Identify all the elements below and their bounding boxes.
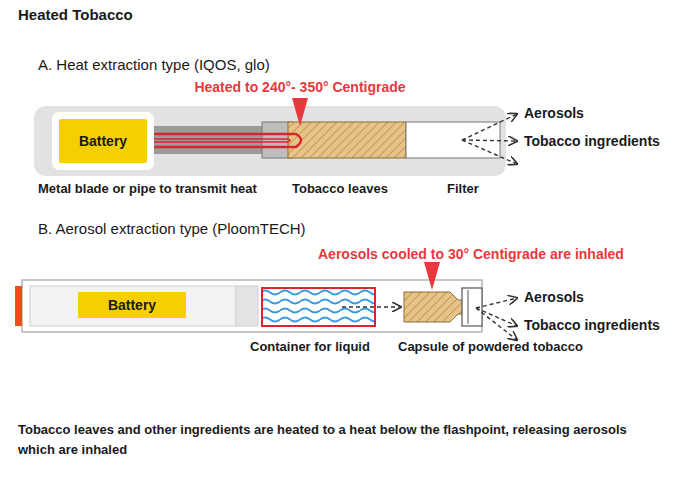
part-label: Filter — [447, 181, 479, 197]
caption: Tobacco leaves and other ingredients are… — [18, 420, 658, 459]
part-label: Metal blade or pipe to transmit heat — [38, 181, 257, 197]
device-body — [34, 106, 506, 176]
node-text: Battery — [108, 297, 156, 313]
heat-extraction-device — [34, 98, 517, 176]
heat-marker — [292, 98, 308, 126]
aerosol-arrows — [462, 114, 517, 164]
heating-blade-inner — [154, 139, 290, 142]
led-cap — [15, 286, 22, 326]
temperature-note: Heated to 240°- 350° Centigrade — [194, 79, 405, 97]
tobacco-capsule — [404, 292, 464, 322]
part-label: Capsule of powdered tobacco — [398, 339, 583, 355]
node-text: Battery — [79, 133, 127, 149]
part-label: Tobacco ingredients — [524, 133, 660, 151]
part-label: Container for liquid — [250, 339, 370, 355]
section-heading: B. Aerosol extraction type (PloomTECH) — [38, 220, 306, 239]
diagram-title: Heated Tobacco — [18, 6, 133, 25]
part-label: Tobacco leaves — [292, 181, 388, 197]
battery-box: Battery — [78, 292, 186, 318]
part-label: Tobacco ingredients — [524, 317, 660, 335]
mouthpiece-ring — [468, 290, 469, 324]
temperature-note: Aerosols cooled to 30° Centigrade are in… — [318, 246, 624, 264]
device-body — [22, 280, 482, 332]
part-label: Aerosols — [524, 289, 584, 307]
tobacco-leaves — [288, 122, 406, 158]
battery-section — [30, 286, 236, 326]
battery-casing — [52, 112, 154, 170]
aerosol-extraction-device — [15, 262, 517, 340]
cooling-marker — [424, 262, 440, 290]
part-label: Aerosols — [524, 105, 584, 123]
connector — [236, 286, 258, 326]
heating-blade — [154, 134, 301, 147]
shaft — [154, 126, 266, 154]
battery-box: Battery — [57, 117, 149, 165]
section-heading: A. Heat extraction type (IQOS, glo) — [38, 56, 270, 75]
aerosol-arrows — [342, 298, 517, 340]
